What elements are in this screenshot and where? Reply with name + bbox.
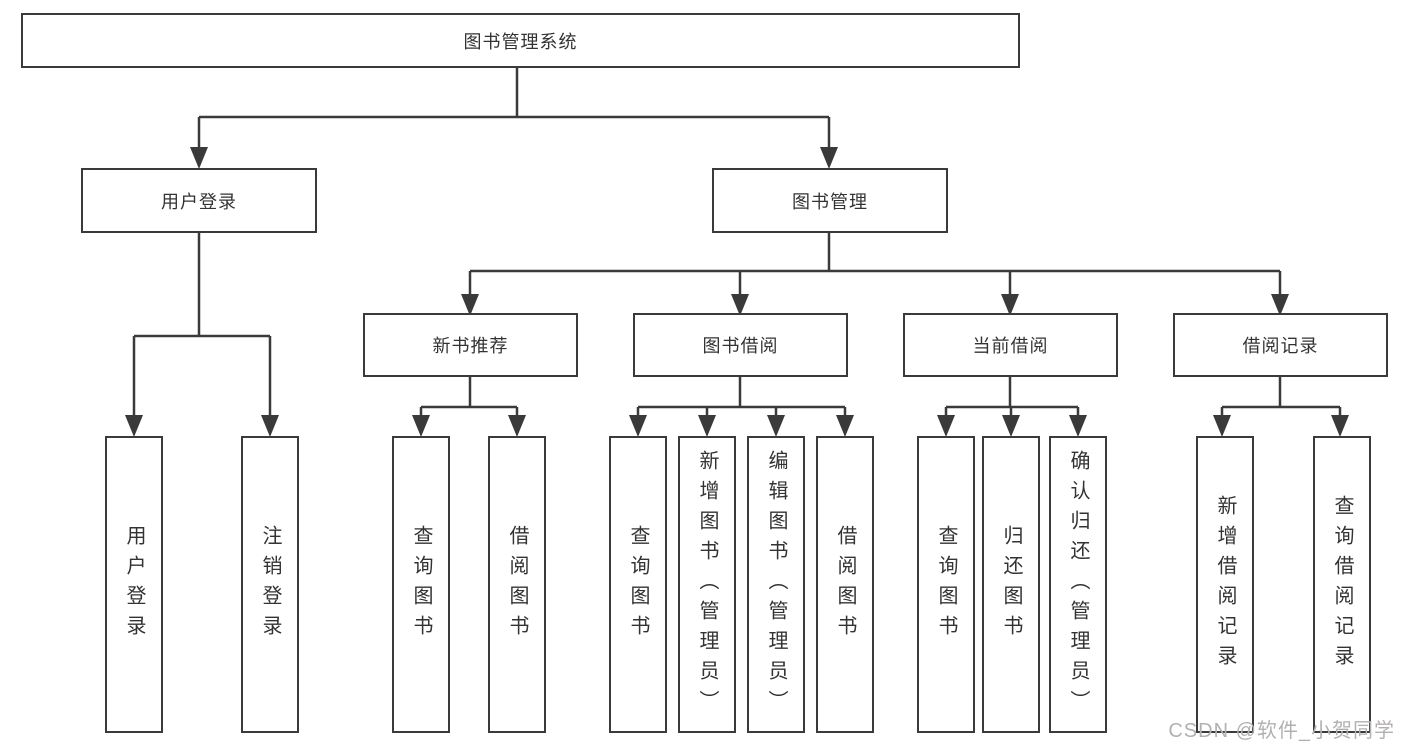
node-book-borrow: 图书借阅 (633, 313, 848, 377)
tree-edges (132, 68, 1342, 418)
leaf-label: 查询图书 (410, 524, 432, 645)
node-borrow-records: 借阅记录 (1173, 313, 1388, 377)
leaf-label: 新增图书（管理员） (696, 449, 718, 720)
leaf-br-add-record: 新增借阅记录 (1196, 436, 1254, 733)
leaf-logout: 注销登录 (241, 436, 299, 733)
node-label: 图书借阅 (702, 336, 779, 356)
leaf-label: 查询借阅记录 (1331, 494, 1353, 675)
leaf-cb-return-books: 归还图书 (982, 436, 1040, 733)
leaf-nbr-query-books: 查询图书 (392, 436, 450, 733)
node-label: 用户登录 (161, 191, 237, 212)
node-label: 借阅记录 (1242, 336, 1319, 356)
leaf-label: 注销登录 (259, 524, 281, 645)
leaf-label: 编辑图书（管理员） (765, 449, 787, 720)
node-book-management: 图书管理 (712, 168, 948, 233)
leaf-br-query-record: 查询借阅记录 (1313, 436, 1371, 733)
leaf-label: 确认归还（管理员） (1067, 449, 1089, 720)
leaf-label: 新增借阅记录 (1214, 494, 1236, 675)
leaf-label: 归还图书 (1000, 524, 1022, 645)
watermark: CSDN @软件_小贺同学 (1168, 720, 1395, 742)
leaf-nbr-borrow-books: 借阅图书 (488, 436, 546, 733)
node-label: 图书管理 (792, 191, 868, 212)
node-user-login: 用户登录 (81, 168, 317, 233)
leaf-bb-edit-books-admin: 编辑图书（管理员） (747, 436, 805, 733)
node-label: 图书管理系统 (463, 31, 578, 52)
node-label: 新书推荐 (432, 336, 509, 356)
node-new-book-recommend: 新书推荐 (363, 313, 578, 377)
node-library-management-system: 图书管理系统 (21, 13, 1020, 68)
leaf-bb-borrow-books: 借阅图书 (816, 436, 874, 733)
leaf-bb-query-books: 查询图书 (609, 436, 667, 733)
leaf-user-login: 用户登录 (105, 436, 163, 733)
leaf-label: 查询图书 (627, 524, 649, 645)
leaf-label: 查询图书 (935, 524, 957, 645)
node-current-borrow: 当前借阅 (903, 313, 1118, 377)
node-label: 当前借阅 (972, 336, 1049, 356)
leaf-label: 借阅图书 (506, 524, 528, 645)
leaf-cb-confirm-return-admin: 确认归还（管理员） (1049, 436, 1107, 733)
leaf-label: 用户登录 (123, 524, 145, 645)
leaf-cb-query-books: 查询图书 (917, 436, 975, 733)
leaf-label: 借阅图书 (834, 524, 856, 645)
leaf-bb-add-books-admin: 新增图书（管理员） (678, 436, 736, 733)
